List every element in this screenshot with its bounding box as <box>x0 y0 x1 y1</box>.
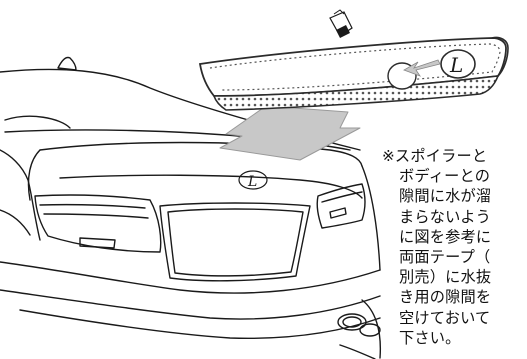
tail-light-left <box>34 194 162 253</box>
c-pillar <box>4 115 71 129</box>
mounting-direction-arrow <box>219 105 361 161</box>
spoiler-emblem-letter: L <box>449 53 463 77</box>
note-line: ※スポイラーと <box>382 147 488 165</box>
right-rear-side <box>361 165 381 271</box>
rear-bumper <box>0 261 381 294</box>
note-line: 別売）に水抜 <box>399 268 492 287</box>
reflector-left <box>79 237 116 249</box>
tape-roll-icon <box>329 9 353 38</box>
note-line: まらないよう <box>399 207 492 226</box>
license-plate-recess <box>159 202 311 282</box>
trunk-lexus-emblem-icon: L <box>238 170 268 190</box>
note-line: 空けておいて <box>399 308 491 327</box>
note-line: 下さい。 <box>399 328 461 347</box>
installation-note: ※スポイラーと ボディーとの 隙間に水が溜 まらないよう に図を参考に 両面テー… <box>382 146 524 348</box>
note-line: 両面テープ（ <box>399 248 491 267</box>
car-rear-illustration: L <box>0 56 382 359</box>
trunk-emblem-letter: L <box>247 174 257 190</box>
tail-light-right <box>316 183 366 229</box>
note-line: に図を参考に <box>399 227 492 246</box>
note-line: 隙間に水が溜 <box>399 187 492 206</box>
body-left-side <box>0 149 41 241</box>
note-line: ボディーとの <box>399 167 491 186</box>
double-sided-tape-strip <box>212 75 500 111</box>
emblem-transfer-arrow <box>403 59 441 77</box>
rear-spoiler: L <box>198 36 509 111</box>
exhaust-tip-outer <box>337 313 367 331</box>
shark-fin-antenna-icon <box>57 56 77 71</box>
exhaust-tip-inner <box>359 323 381 337</box>
lexus-emblem-icon: L <box>440 49 476 79</box>
trunk-shoulder-left <box>27 149 41 201</box>
reflector-right <box>329 207 347 219</box>
note-line: き用の隙間を <box>399 288 492 307</box>
left-quarter <box>0 209 31 236</box>
trunk-lid-rear-edge <box>59 174 363 199</box>
